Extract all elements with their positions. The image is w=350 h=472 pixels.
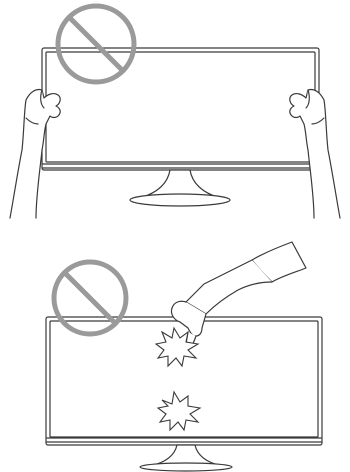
monitor-stand-icon [140, 445, 232, 471]
monitor-icon [42, 48, 319, 170]
monitor-screen [42, 48, 319, 170]
panel-do-not-grip-panel [0, 0, 350, 232]
stand-base [140, 463, 232, 471]
stand-base [130, 194, 230, 206]
monitor-stand-icon [130, 170, 230, 206]
panel-2-illustration [0, 232, 350, 472]
arm [186, 260, 272, 314]
panel-1-illustration [0, 0, 350, 232]
panel-do-not-press-screen [0, 232, 350, 472]
